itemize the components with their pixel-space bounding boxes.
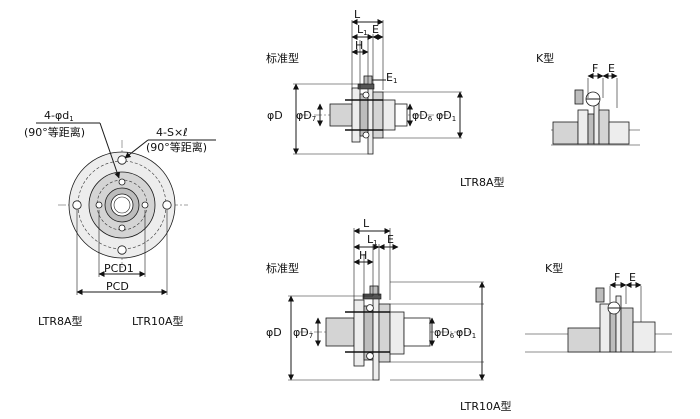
dim-phid7-bottom: φD7 (293, 326, 313, 340)
dim-f-top: F (592, 62, 598, 75)
bore (110, 193, 134, 217)
tapped-hole-bottom (118, 224, 126, 232)
hole-note: (90°等距离) (24, 125, 85, 139)
dim-f-bottom: F (614, 271, 620, 284)
dim-e-k-bottom: E (629, 271, 636, 284)
dim-e-bottom: E (387, 233, 394, 246)
dim-e-top: E (372, 23, 379, 36)
caption-ltr10a: LTR10A型 (460, 399, 512, 413)
model-ltr10a-label: LTR10A型 (132, 314, 184, 328)
dim-phid1-bottom: φD1 (456, 326, 476, 340)
tap-note: (90°等距离) (146, 140, 207, 154)
dim-l1-top: L1 (357, 23, 368, 37)
dim-l-top: L (354, 8, 361, 21)
dim-e1-top: E1 (386, 71, 397, 85)
dim-phid6-bottom: φD6 (434, 326, 455, 340)
standard-view-ltr10a: 标准型 L L1 E H φD φD7 φD6 (266, 217, 512, 413)
dim-l-bottom: L (363, 217, 370, 230)
mounting-hole-top (117, 155, 127, 165)
mounting-hole-left (72, 200, 82, 210)
dim-l1-bottom: L1 (367, 233, 378, 247)
standard-bottom-label: 标准型 (266, 261, 299, 275)
dim-phid-bottom: φD (266, 326, 282, 339)
dim-phid1-top: φD1 (436, 109, 456, 123)
k-view-ltr10a: K型 F E (525, 261, 672, 353)
k-view-ltr8a: K型 F E (536, 51, 640, 146)
pcd1-label: PCD1 (104, 262, 134, 275)
standard-top-label: 标准型 (266, 51, 299, 65)
dim-phid7-top: φD7 (296, 109, 316, 123)
model-ltr8a-label: LTR8A型 (38, 314, 83, 328)
dim-phid6-top: φD6 (412, 109, 433, 123)
tapped-hole-top (118, 178, 126, 186)
tapped-hole-right (141, 201, 149, 209)
standard-view-ltr8a: 标准型 L L1 E H E1 (266, 8, 505, 189)
dim-h-bottom: H (359, 249, 367, 262)
dim-e-k-top: E (608, 62, 615, 75)
dim-h-top: H (355, 39, 363, 52)
mounting-hole-right (162, 200, 172, 210)
front-view: 4-φd1 (90°等距离) 4-S×ℓ (90°等距离) PCD1 PCD L… (24, 109, 216, 328)
friction-plate-lg (372, 295, 380, 381)
k-bottom-label: K型 (545, 261, 563, 275)
dim-phid-top: φD (267, 109, 283, 122)
k-top-label: K型 (536, 51, 554, 65)
pcd-label: PCD (106, 280, 129, 293)
tap-spec-label: 4-S×ℓ (156, 126, 188, 139)
caption-ltr8a: LTR8A型 (460, 175, 505, 189)
mounting-hole-bottom (117, 245, 127, 255)
hole-spec-label: 4-φd1 (44, 109, 74, 123)
tapped-hole-left (95, 201, 103, 209)
